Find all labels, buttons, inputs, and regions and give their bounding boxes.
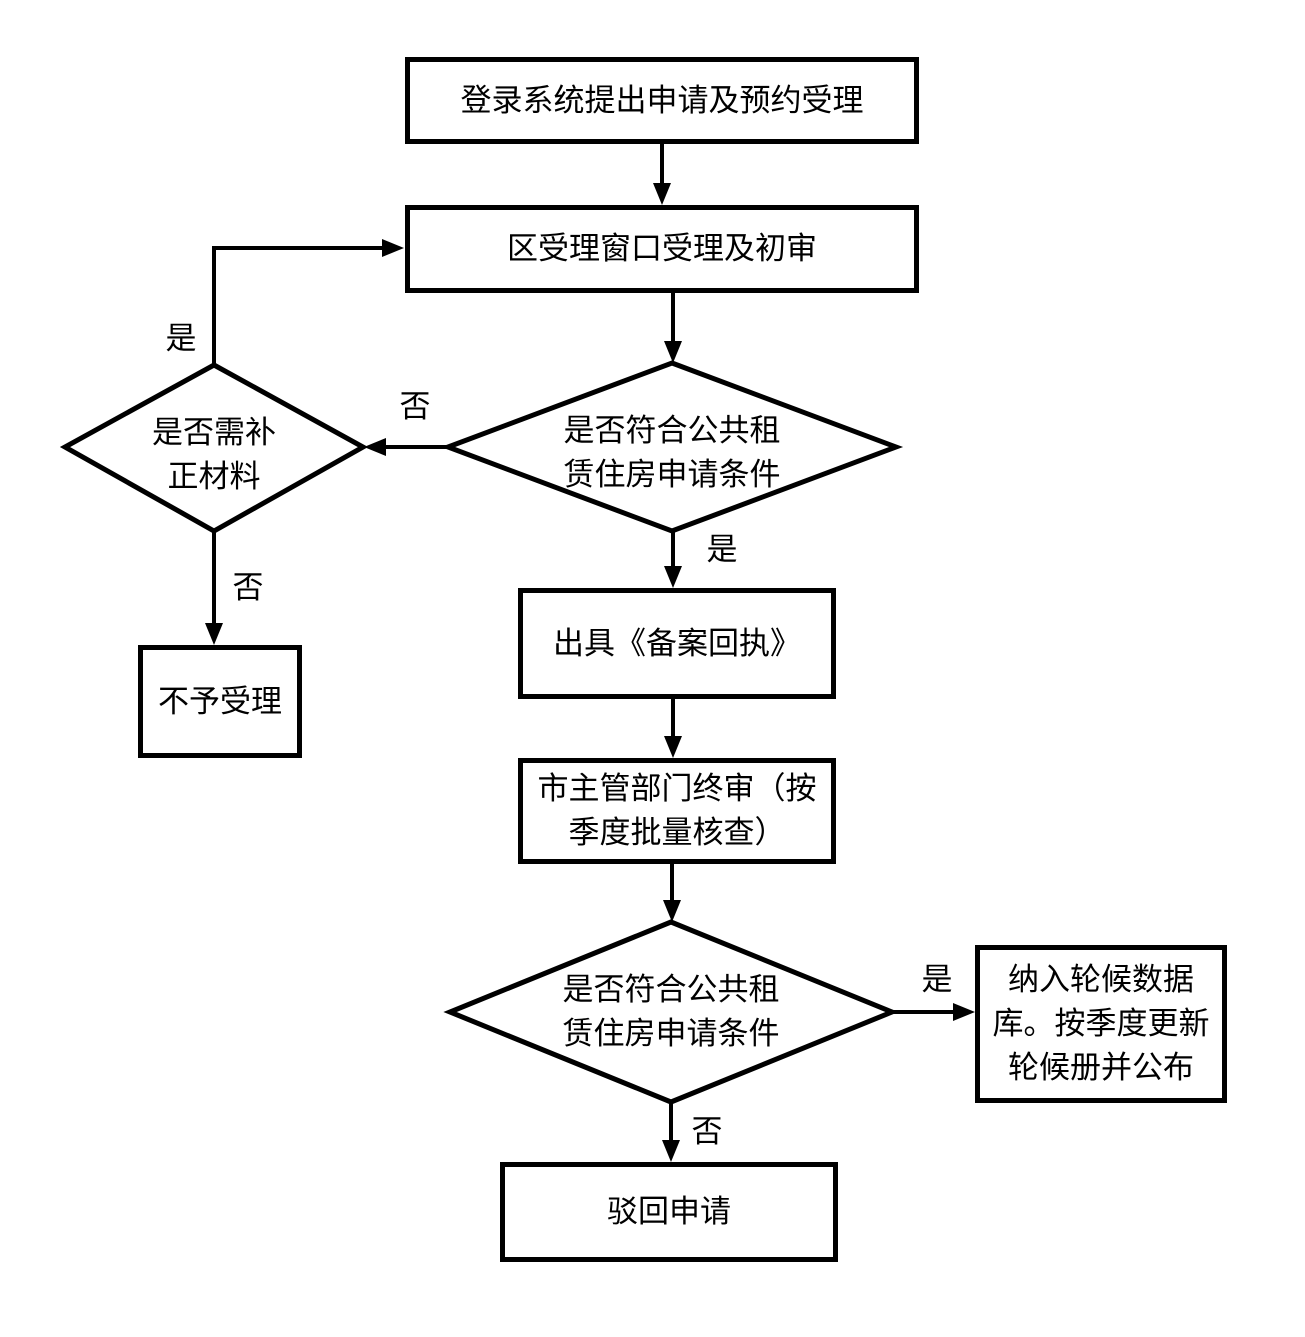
process-waiting-list-box: 纳入轮候数据 库。按季度更新 轮候册并公布 [975,945,1227,1103]
arrow-finalreview-to-check2 [663,864,681,922]
process-login-box: 登录系统提出申请及预约受理 [405,57,919,144]
decision-need-supplement-line1: 是否需补 [152,415,276,450]
process-final-review-line2: 季度批量核查） [568,815,786,850]
arrow-receipt-to-finalreview [664,699,682,758]
edge-label-check1-no: 否 [399,389,431,424]
decision-eligibility-1-line1: 是否符合公共租 [563,413,781,448]
process-waiting-list-line2: 库。按季度更新 [992,1006,1210,1041]
arrow-check2-to-waitinglist [892,1003,975,1021]
decision-need-supplement-shape [59,362,369,534]
process-issue-receipt-box: 出具《备案回执》 [518,588,836,699]
edge-label-supplement-yes: 是 [165,321,197,356]
process-login-label: 登录系统提出申请及预约受理 [460,82,864,118]
process-waiting-list-line1: 纳入轮候数据 [1008,962,1194,997]
arrow-supplement-to-district [212,239,404,365]
process-not-accepted-box: 不予受理 [138,645,302,758]
process-district-review-box: 区受理窗口受理及初审 [405,205,919,293]
decision-eligibility-1-line2: 赁住房申请条件 [563,457,781,492]
decision-eligibility-2-shape [443,919,899,1105]
process-reject-label: 驳回申请 [607,1194,731,1229]
process-final-review-box: 市主管部门终审（按 季度批量核查） [518,758,836,864]
process-not-accepted-label: 不予受理 [158,683,282,719]
edge-label-check2-yes: 是 [921,962,953,997]
arrow-check1-to-receipt [664,531,682,588]
decision-eligibility-2-line1: 是否符合公共租 [562,972,780,1007]
decision-eligibility-1-shape [440,360,904,534]
decision-need-supplement-label: 是否需补 正材料 [64,411,364,499]
decision-need-supplement-line2: 正材料 [167,459,261,494]
arrow-supplement-to-notaccepted [205,531,223,645]
process-issue-receipt-label: 出具《备案回执》 [553,625,801,661]
decision-eligibility-2-label: 是否符合公共租 赁住房申请条件 [450,968,892,1056]
process-reject-box: 驳回申请 [500,1162,838,1262]
process-waiting-list-line3: 轮候册并公布 [1008,1050,1194,1085]
edge-label-supplement-no: 否 [232,570,264,605]
decision-eligibility-2-line2: 赁住房申请条件 [562,1016,780,1051]
decision-eligibility-1-label: 是否符合公共租 赁住房申请条件 [448,409,896,497]
arrow-check2-to-reject [662,1102,680,1162]
arrow-login-to-district [653,143,671,205]
arrow-district-to-check1 [664,293,682,363]
process-district-review-label: 区受理窗口受理及初审 [507,231,817,266]
edge-label-check2-no: 否 [691,1114,723,1149]
process-final-review-line1: 市主管部门终审（按 [537,771,817,806]
arrow-check1-to-supplement [364,438,448,456]
edge-label-check1-yes: 是 [706,532,738,567]
